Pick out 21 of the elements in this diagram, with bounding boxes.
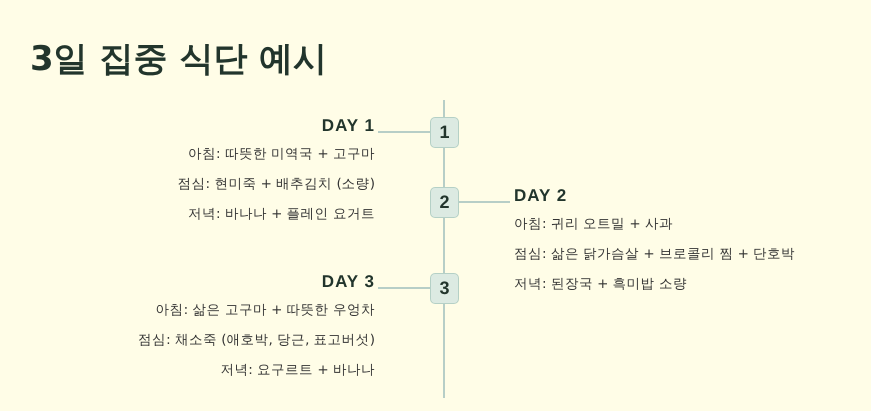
day-number-box: 1 (430, 117, 459, 148)
meal-text: 저녁: 된장국 + 흑미밥 소량 (514, 275, 688, 294)
meal-text: 아침: 따뜻한 미역국 + 고구마 (188, 145, 375, 164)
meal-text: 아침: 삶은 고구마 + 따뜻한 우엉차 (156, 301, 375, 320)
connector-line (443, 148, 445, 187)
day-heading: DAY 1 (322, 116, 375, 136)
day-heading: DAY 2 (514, 186, 568, 206)
meal-text: 점심: 채소죽 (애호박, 당근, 표고버섯) (138, 331, 375, 350)
meal-text: 아침: 귀리 오트밀 + 사과 (514, 215, 674, 234)
day-number-box: 3 (430, 273, 459, 304)
connector-line (459, 201, 510, 203)
connector-line (443, 218, 445, 273)
diagram-title: 3일 집중 식단 예시 (30, 38, 328, 81)
meal-text: 저녁: 요구르트 + 바나나 (220, 361, 375, 380)
meal-text: 점심: 삶은 닭가슴살 + 브로콜리 찜 + 단호박 (514, 245, 796, 264)
connector-line (378, 287, 430, 289)
meal-text: 저녁: 바나나 + 플레인 요거트 (188, 205, 375, 224)
day-heading: DAY 3 (322, 272, 375, 292)
meal-text: 점심: 현미죽 + 배추김치 (소량) (177, 175, 375, 194)
day-number-box: 2 (430, 187, 459, 218)
connector-line (378, 131, 430, 133)
